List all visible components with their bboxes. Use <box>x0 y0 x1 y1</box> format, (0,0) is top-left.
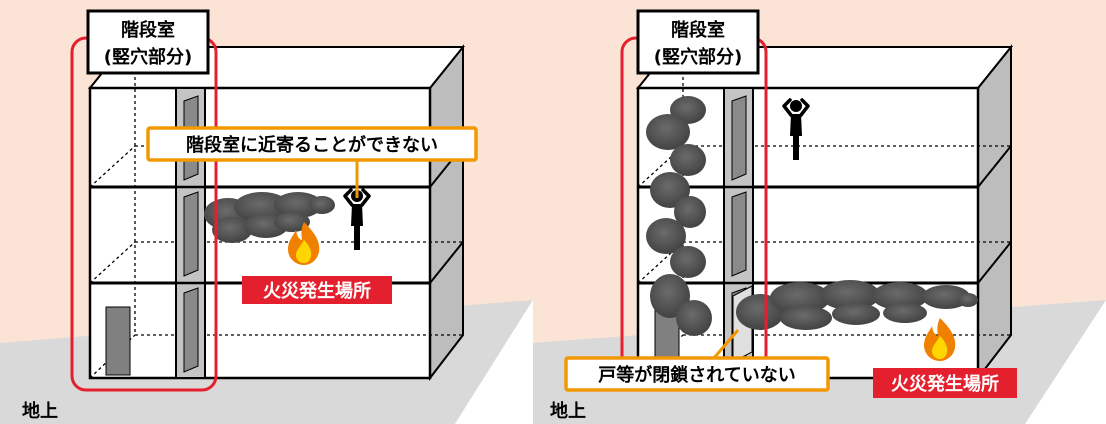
callout-box <box>146 126 478 162</box>
ground-label: 地上 <box>22 400 58 422</box>
fire-label-box <box>873 368 1017 398</box>
smoke-column <box>646 96 712 336</box>
callout-pointer <box>712 329 740 359</box>
fire-label-box <box>242 276 392 304</box>
ground-edge <box>1025 300 1106 424</box>
smoke-cloud <box>204 192 335 243</box>
callout-text: 戸等が閉鎖されていない <box>598 364 795 386</box>
stair-door <box>105 306 131 376</box>
callout-text: 階段室に近寄ることができない <box>186 134 438 156</box>
smoke-cloud <box>736 280 978 330</box>
stairwell-title: 階段室 <box>121 19 175 41</box>
fire-label: 火災発生場所 <box>891 373 999 395</box>
fire-label: 火災発生場所 <box>263 280 371 302</box>
panel-right: 階段室 (竪穴部分) 戸等が閉鎖されていない 火災発生場所 地上 <box>455 9 1106 424</box>
stairwell-subtitle: (竪穴部分) <box>654 46 742 68</box>
stairwell-title: 階段室 <box>671 19 725 41</box>
callout-box <box>564 356 830 392</box>
stairwell-label-box <box>86 9 210 75</box>
stairwell-label-box <box>636 9 760 75</box>
stairwell-subtitle: (竪穴部分) <box>104 46 192 68</box>
panel-left: 火災発生場所 階段室 (竪穴部分) 階段室に近寄ることができない 地上 <box>0 9 533 424</box>
ground-label: 地上 <box>550 400 586 422</box>
